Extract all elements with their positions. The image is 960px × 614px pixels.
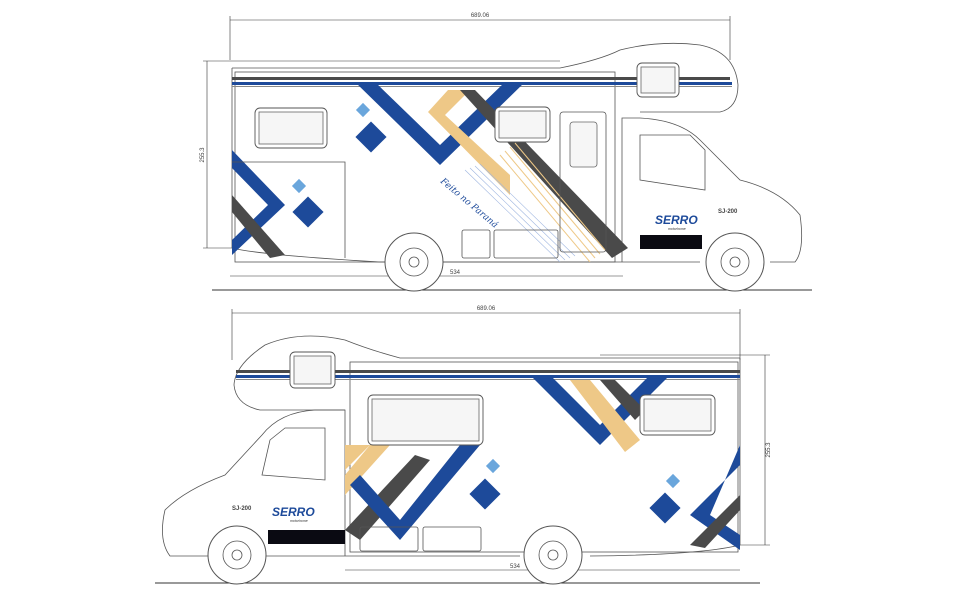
right-side-view: 689.06 255.3 534	[200, 13, 812, 292]
blue-chevron-rear	[232, 150, 285, 255]
dimension-overall-length: 689.06	[229, 13, 731, 60]
blue-chevron	[355, 82, 525, 165]
overall-length-label: 689.06	[477, 306, 496, 312]
cab-window	[261, 427, 326, 481]
blue-chevron	[530, 375, 670, 445]
svg-text:motorhome: motorhome	[668, 227, 686, 231]
gold-chevron	[428, 90, 510, 195]
front-wheel	[705, 232, 765, 292]
light-blue-diamond	[355, 102, 371, 118]
dark-stripe	[232, 77, 730, 80]
blue-chevron-front	[350, 445, 480, 540]
height-label: 255.3	[766, 442, 772, 458]
cab-window	[639, 134, 706, 191]
wheelbase-label: 534	[450, 270, 461, 276]
wheelbase-label: 534	[510, 564, 521, 570]
dimension-height: 255.3	[200, 60, 560, 249]
serro-logo: SERRO	[272, 505, 315, 519]
rear-wheel	[523, 525, 583, 585]
front-wheel	[207, 525, 267, 585]
livery-graphics	[345, 375, 740, 550]
blue-stripe	[232, 82, 732, 85]
entry-door	[559, 111, 607, 253]
rear-wheel	[384, 232, 444, 292]
storage-hatch	[359, 526, 419, 552]
model-label: SJ-200	[232, 506, 252, 512]
livery-graphics	[232, 82, 628, 262]
model-label: SJ-200	[718, 209, 738, 215]
alcove-outline	[232, 42, 739, 113]
height-label: 255.3	[200, 147, 206, 163]
dimension-height: 255.3	[600, 354, 772, 546]
alcove-outline	[233, 335, 740, 411]
black-side-band	[268, 530, 345, 544]
storage-hatch	[461, 229, 491, 259]
serro-logo: SERRO	[655, 213, 698, 227]
svg-text:motorhome: motorhome	[290, 519, 308, 523]
overall-length-label: 689.06	[471, 13, 490, 19]
blue-diamond	[355, 121, 387, 153]
black-side-band	[640, 235, 702, 249]
dimension-overall-length: 689.06	[231, 306, 741, 360]
slogan-script: Feito no Paraná	[437, 175, 500, 230]
left-side-view: 689.06 255.3 534	[155, 306, 772, 585]
blue-stripe	[236, 375, 740, 378]
